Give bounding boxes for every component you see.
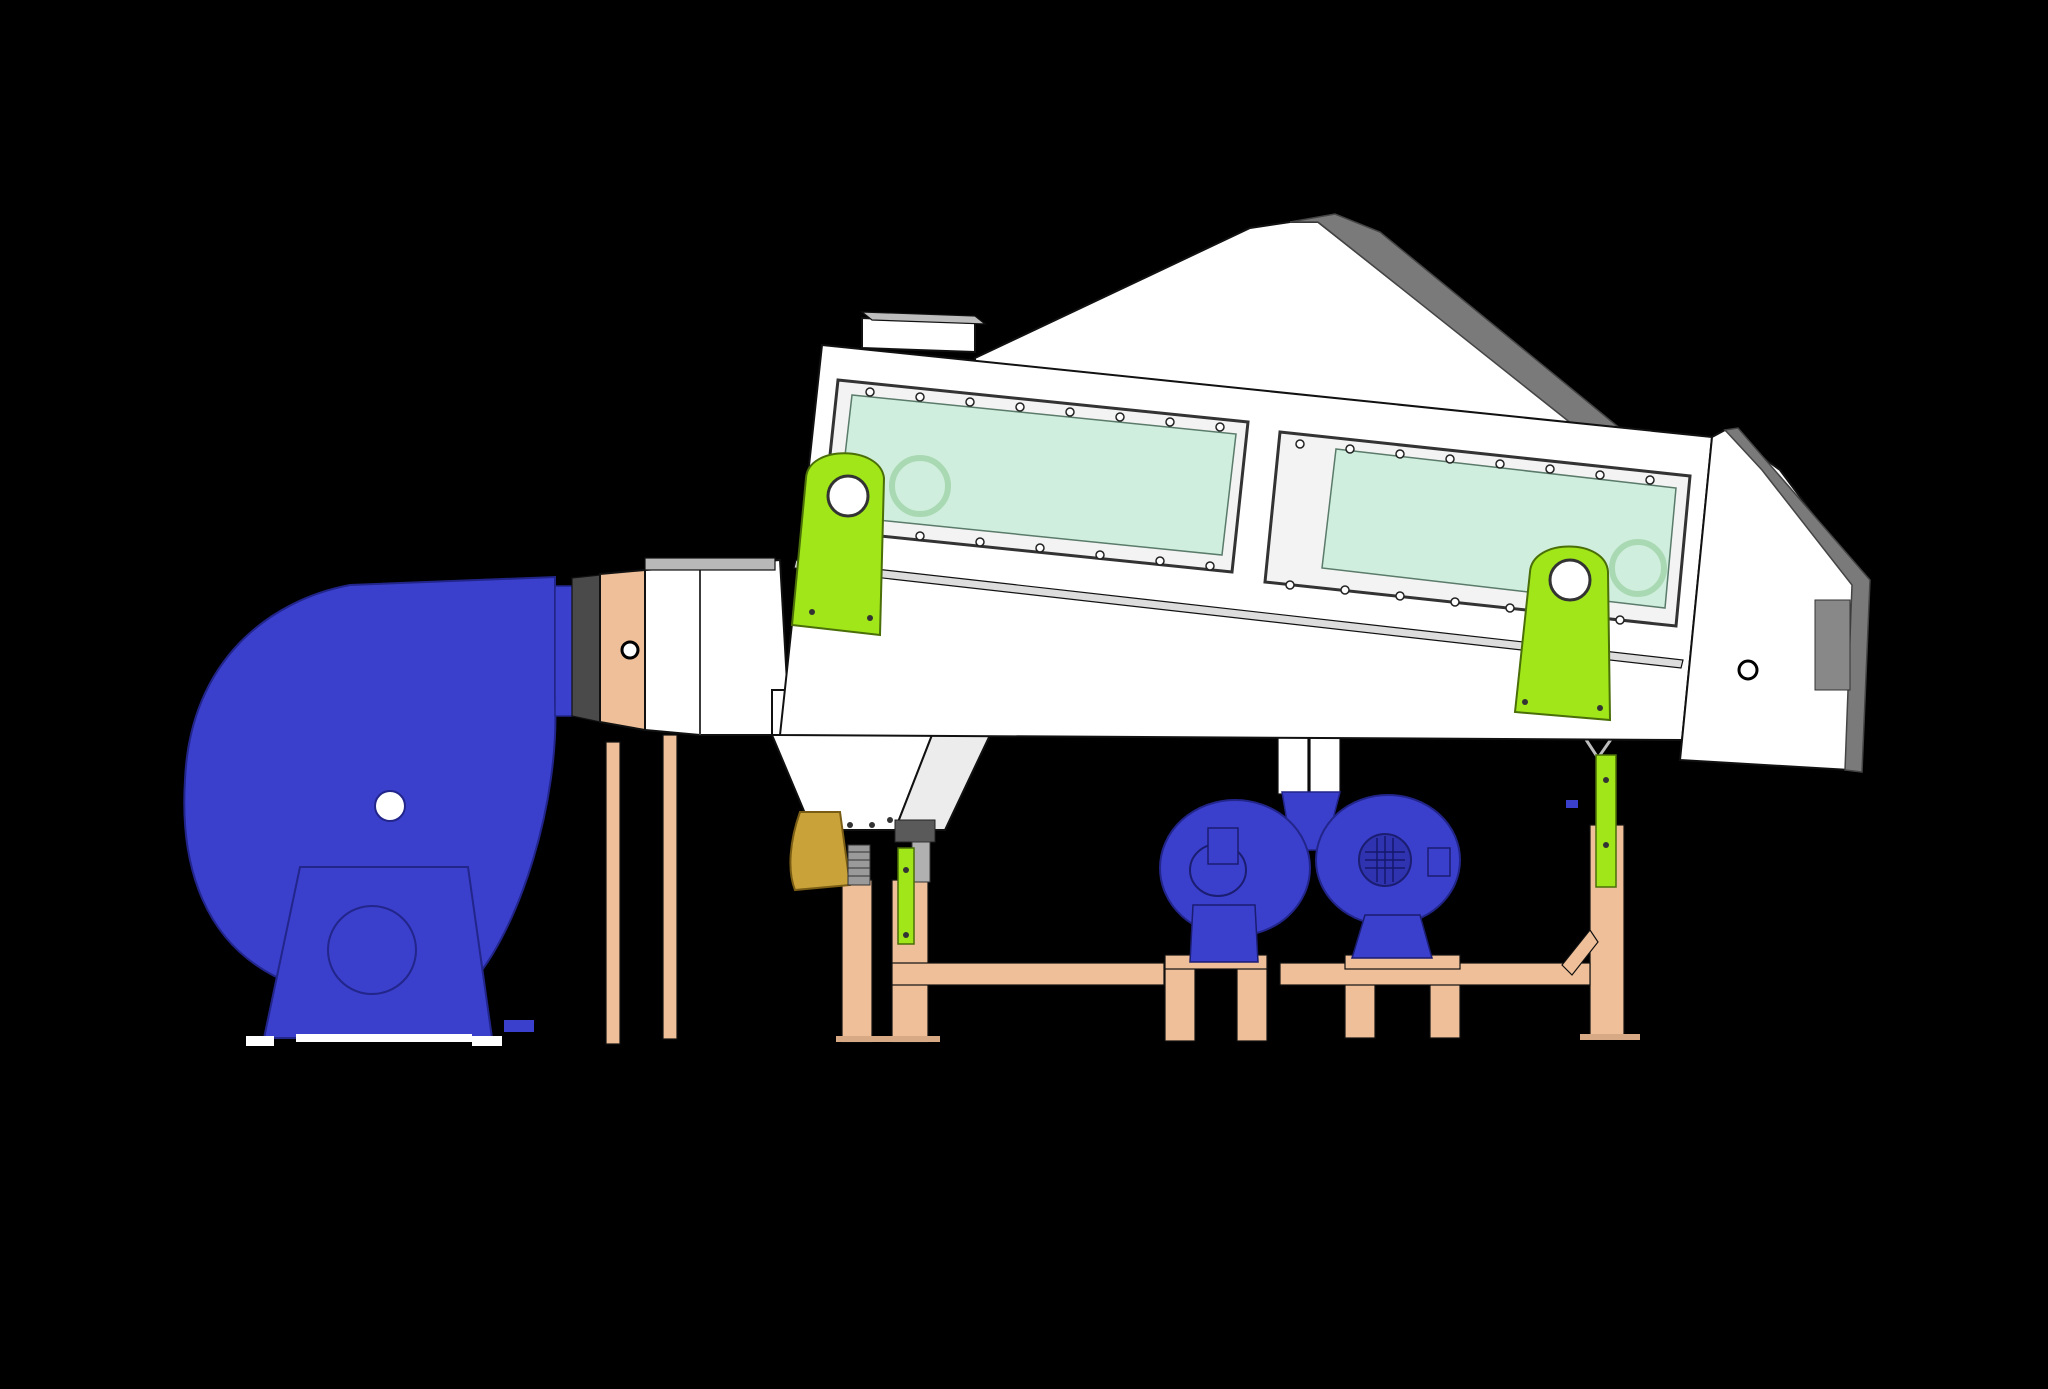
duct-section-white bbox=[644, 564, 701, 737]
blower-foot-tab bbox=[504, 1020, 534, 1032]
fan-right-stand bbox=[1350, 914, 1433, 959]
support-frame bbox=[605, 734, 1640, 1045]
hopper-lime-strut bbox=[897, 847, 915, 945]
window-2-port bbox=[1609, 539, 1667, 597]
duct-leg-left bbox=[605, 741, 621, 1045]
blower-pedestal bbox=[262, 866, 494, 1039]
post-lime bbox=[1595, 754, 1617, 888]
blower-hub bbox=[374, 790, 406, 822]
window-bolts bbox=[855, 387, 1655, 625]
fan-left-box bbox=[1207, 827, 1239, 865]
duct-leg-right bbox=[662, 734, 678, 1040]
lower-rail bbox=[793, 559, 1684, 669]
fan-right-plate bbox=[1427, 847, 1451, 877]
inlet-duct bbox=[571, 557, 792, 737]
end-port bbox=[1737, 659, 1759, 681]
lug-right-hole bbox=[1548, 558, 1592, 602]
post-tab bbox=[1566, 800, 1578, 808]
right-support-post bbox=[1566, 734, 1617, 888]
centrifugal-blower bbox=[183, 575, 576, 1046]
foot-pad-2 bbox=[1580, 1034, 1640, 1040]
fan-pipe-1 bbox=[1277, 731, 1309, 795]
lifting-lugs bbox=[790, 452, 1612, 722]
rotary-valve bbox=[789, 811, 852, 892]
foot-pad bbox=[836, 1036, 940, 1042]
duct-port bbox=[620, 640, 640, 660]
frame-leg-4 bbox=[1236, 962, 1268, 1042]
hopper-bolt-3 bbox=[869, 822, 875, 828]
fan-left-stand bbox=[1189, 904, 1259, 963]
blower-base-right bbox=[472, 1036, 502, 1046]
fan-pipe-2 bbox=[1309, 731, 1341, 795]
end-block-shade bbox=[1723, 427, 1871, 773]
top-inlet-shade bbox=[860, 311, 987, 325]
fan-grille-icon bbox=[1365, 836, 1405, 884]
blower-base-left bbox=[246, 1036, 274, 1046]
blower-base bbox=[296, 1034, 472, 1042]
twin-motor-fans bbox=[1159, 731, 1461, 963]
duct-flange-dark bbox=[571, 574, 601, 723]
hopper-bolt-4 bbox=[887, 817, 893, 823]
hopper-bolt-2 bbox=[847, 822, 853, 828]
discharge-hopper bbox=[770, 689, 992, 945]
duct-top-rib bbox=[644, 557, 776, 571]
inclined-drying-chamber bbox=[778, 213, 1871, 773]
lug-left-hole bbox=[826, 474, 870, 518]
window-1-port bbox=[889, 455, 951, 517]
frame-leg-1 bbox=[841, 879, 873, 1043]
frame-brace bbox=[1561, 928, 1599, 976]
frame-rail-left bbox=[891, 962, 1165, 986]
frame-leg-3 bbox=[1164, 962, 1196, 1042]
blower-motor-disc bbox=[327, 905, 417, 995]
end-slot bbox=[1814, 599, 1851, 691]
